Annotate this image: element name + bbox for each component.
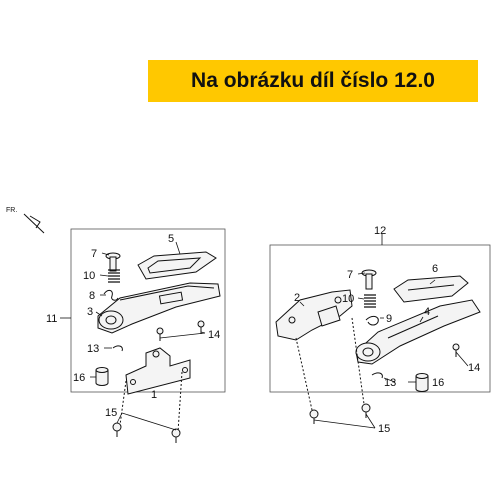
part-1-bracket — [125, 347, 191, 395]
part-15-bolts-right — [295, 317, 371, 424]
part-number-banner: Na obrázku díl číslo 12.0 — [148, 60, 478, 102]
front-direction-arrow — [23, 213, 45, 234]
part-13-clip-left — [112, 345, 123, 352]
part-6-rubber-pad — [393, 275, 469, 303]
callout-9: 9 — [386, 313, 392, 325]
callout-15-left: 15 — [105, 407, 117, 419]
part-14-bolts-left — [156, 320, 205, 341]
part-16-bushing-right — [415, 373, 429, 392]
part-2-bracket — [275, 289, 353, 341]
part-5-rubber-pad — [137, 251, 217, 280]
callout-15-right: 15 — [378, 423, 390, 435]
part-13-clip-right — [371, 372, 383, 379]
part-7-pin-left — [105, 252, 121, 272]
callout-13-right: 13 — [384, 377, 396, 389]
callout-6: 6 — [432, 263, 438, 275]
callout-4: 4 — [424, 306, 430, 318]
part-7-pin-right — [361, 269, 377, 290]
callout-2: 2 — [294, 292, 300, 304]
part-9-clip — [365, 315, 379, 326]
callout-1: 1 — [151, 389, 157, 401]
callout-7-left: 7 — [91, 248, 97, 260]
callout-12: 12 — [374, 225, 386, 237]
part-4-footrest-body — [355, 299, 481, 365]
part-10-spring-right — [364, 294, 376, 308]
callout-10-right: 10 — [342, 293, 354, 305]
callout-16-right: 16 — [432, 377, 444, 389]
callout-13-left: 13 — [87, 343, 99, 355]
part-8-clip — [103, 289, 119, 301]
right-assembly-frame — [269, 244, 491, 393]
part-10-spring-left — [108, 269, 120, 283]
callout-3: 3 — [87, 306, 93, 318]
part-11-footrest-body — [97, 282, 221, 334]
callout-10-left: 10 — [83, 270, 95, 282]
part-15-bolts-left — [112, 371, 183, 443]
callout-16-left: 16 — [73, 372, 85, 384]
front-direction-label: FR. — [6, 207, 17, 214]
part-14-bolts-right — [452, 343, 460, 357]
part-16-bushing-left — [95, 367, 109, 386]
left-assembly-frame — [70, 228, 226, 393]
callout-11: 11 — [46, 313, 57, 325]
callout-8: 8 — [89, 290, 95, 302]
callout-7-right: 7 — [347, 269, 353, 281]
callout-leaders — [60, 234, 469, 431]
callout-14-right: 14 — [468, 362, 480, 374]
callout-14-left: 14 — [208, 329, 220, 341]
banner-text: Na obrázku díl číslo 12.0 — [191, 69, 435, 92]
callout-5: 5 — [168, 233, 174, 245]
